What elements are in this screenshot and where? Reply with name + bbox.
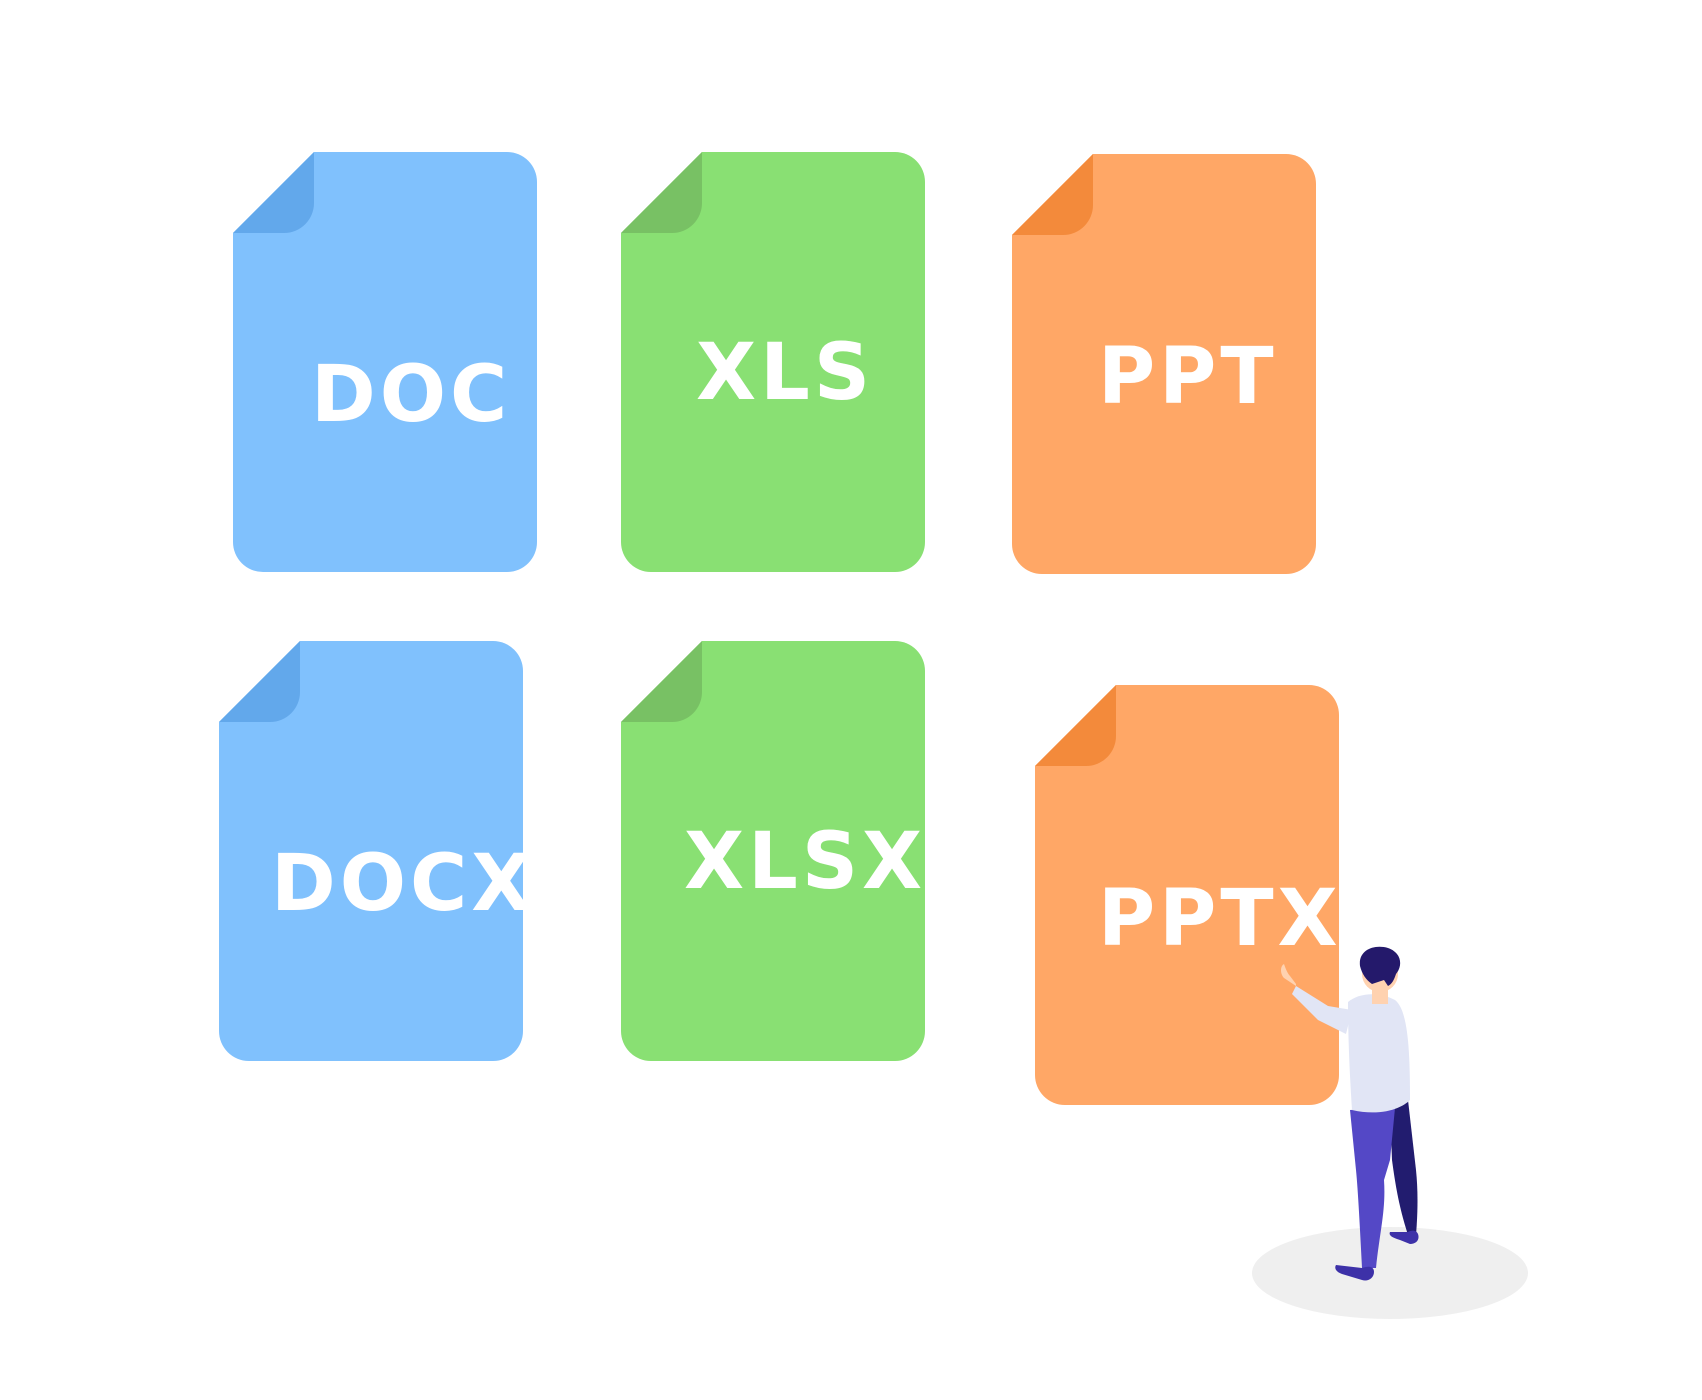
- hand: [1281, 964, 1296, 986]
- document-icon: [1012, 154, 1316, 574]
- front-leg: [1350, 1108, 1395, 1268]
- document-icon: [219, 641, 523, 1061]
- file-icon-docx[interactable]: DOCX: [219, 641, 531, 1061]
- arm: [1292, 986, 1352, 1034]
- person-illustration: [1252, 946, 1528, 1319]
- document-icon: [1035, 685, 1339, 1105]
- hair: [1359, 946, 1401, 986]
- neck: [1372, 988, 1388, 1004]
- file-icon-xls[interactable]: XLS: [621, 152, 925, 572]
- file-label-xls: XLS: [696, 328, 875, 418]
- file-label-ppt: PPT: [1098, 332, 1278, 422]
- back-leg: [1390, 1100, 1418, 1235]
- file-icon-pptx[interactable]: PPTX: [1035, 685, 1339, 1105]
- file-label-xlsx: XLSX: [684, 817, 927, 907]
- file-label-doc: DOC: [311, 350, 512, 440]
- shadow-ellipse: [1252, 1227, 1528, 1319]
- file-label-docx: DOCX: [271, 839, 536, 929]
- document-icon: [233, 152, 537, 572]
- file-icon-doc[interactable]: DOC: [233, 152, 537, 572]
- document-icon: [621, 641, 925, 1061]
- file-icon-xlsx[interactable]: XLSX: [621, 641, 925, 1061]
- front-shoe: [1335, 1265, 1374, 1281]
- file-icon-ppt[interactable]: PPT: [1012, 154, 1316, 574]
- file-label-pptx: PPTX: [1098, 874, 1342, 964]
- shirt: [1348, 994, 1410, 1113]
- document-icon: [621, 152, 925, 572]
- back-shoe: [1389, 1230, 1419, 1244]
